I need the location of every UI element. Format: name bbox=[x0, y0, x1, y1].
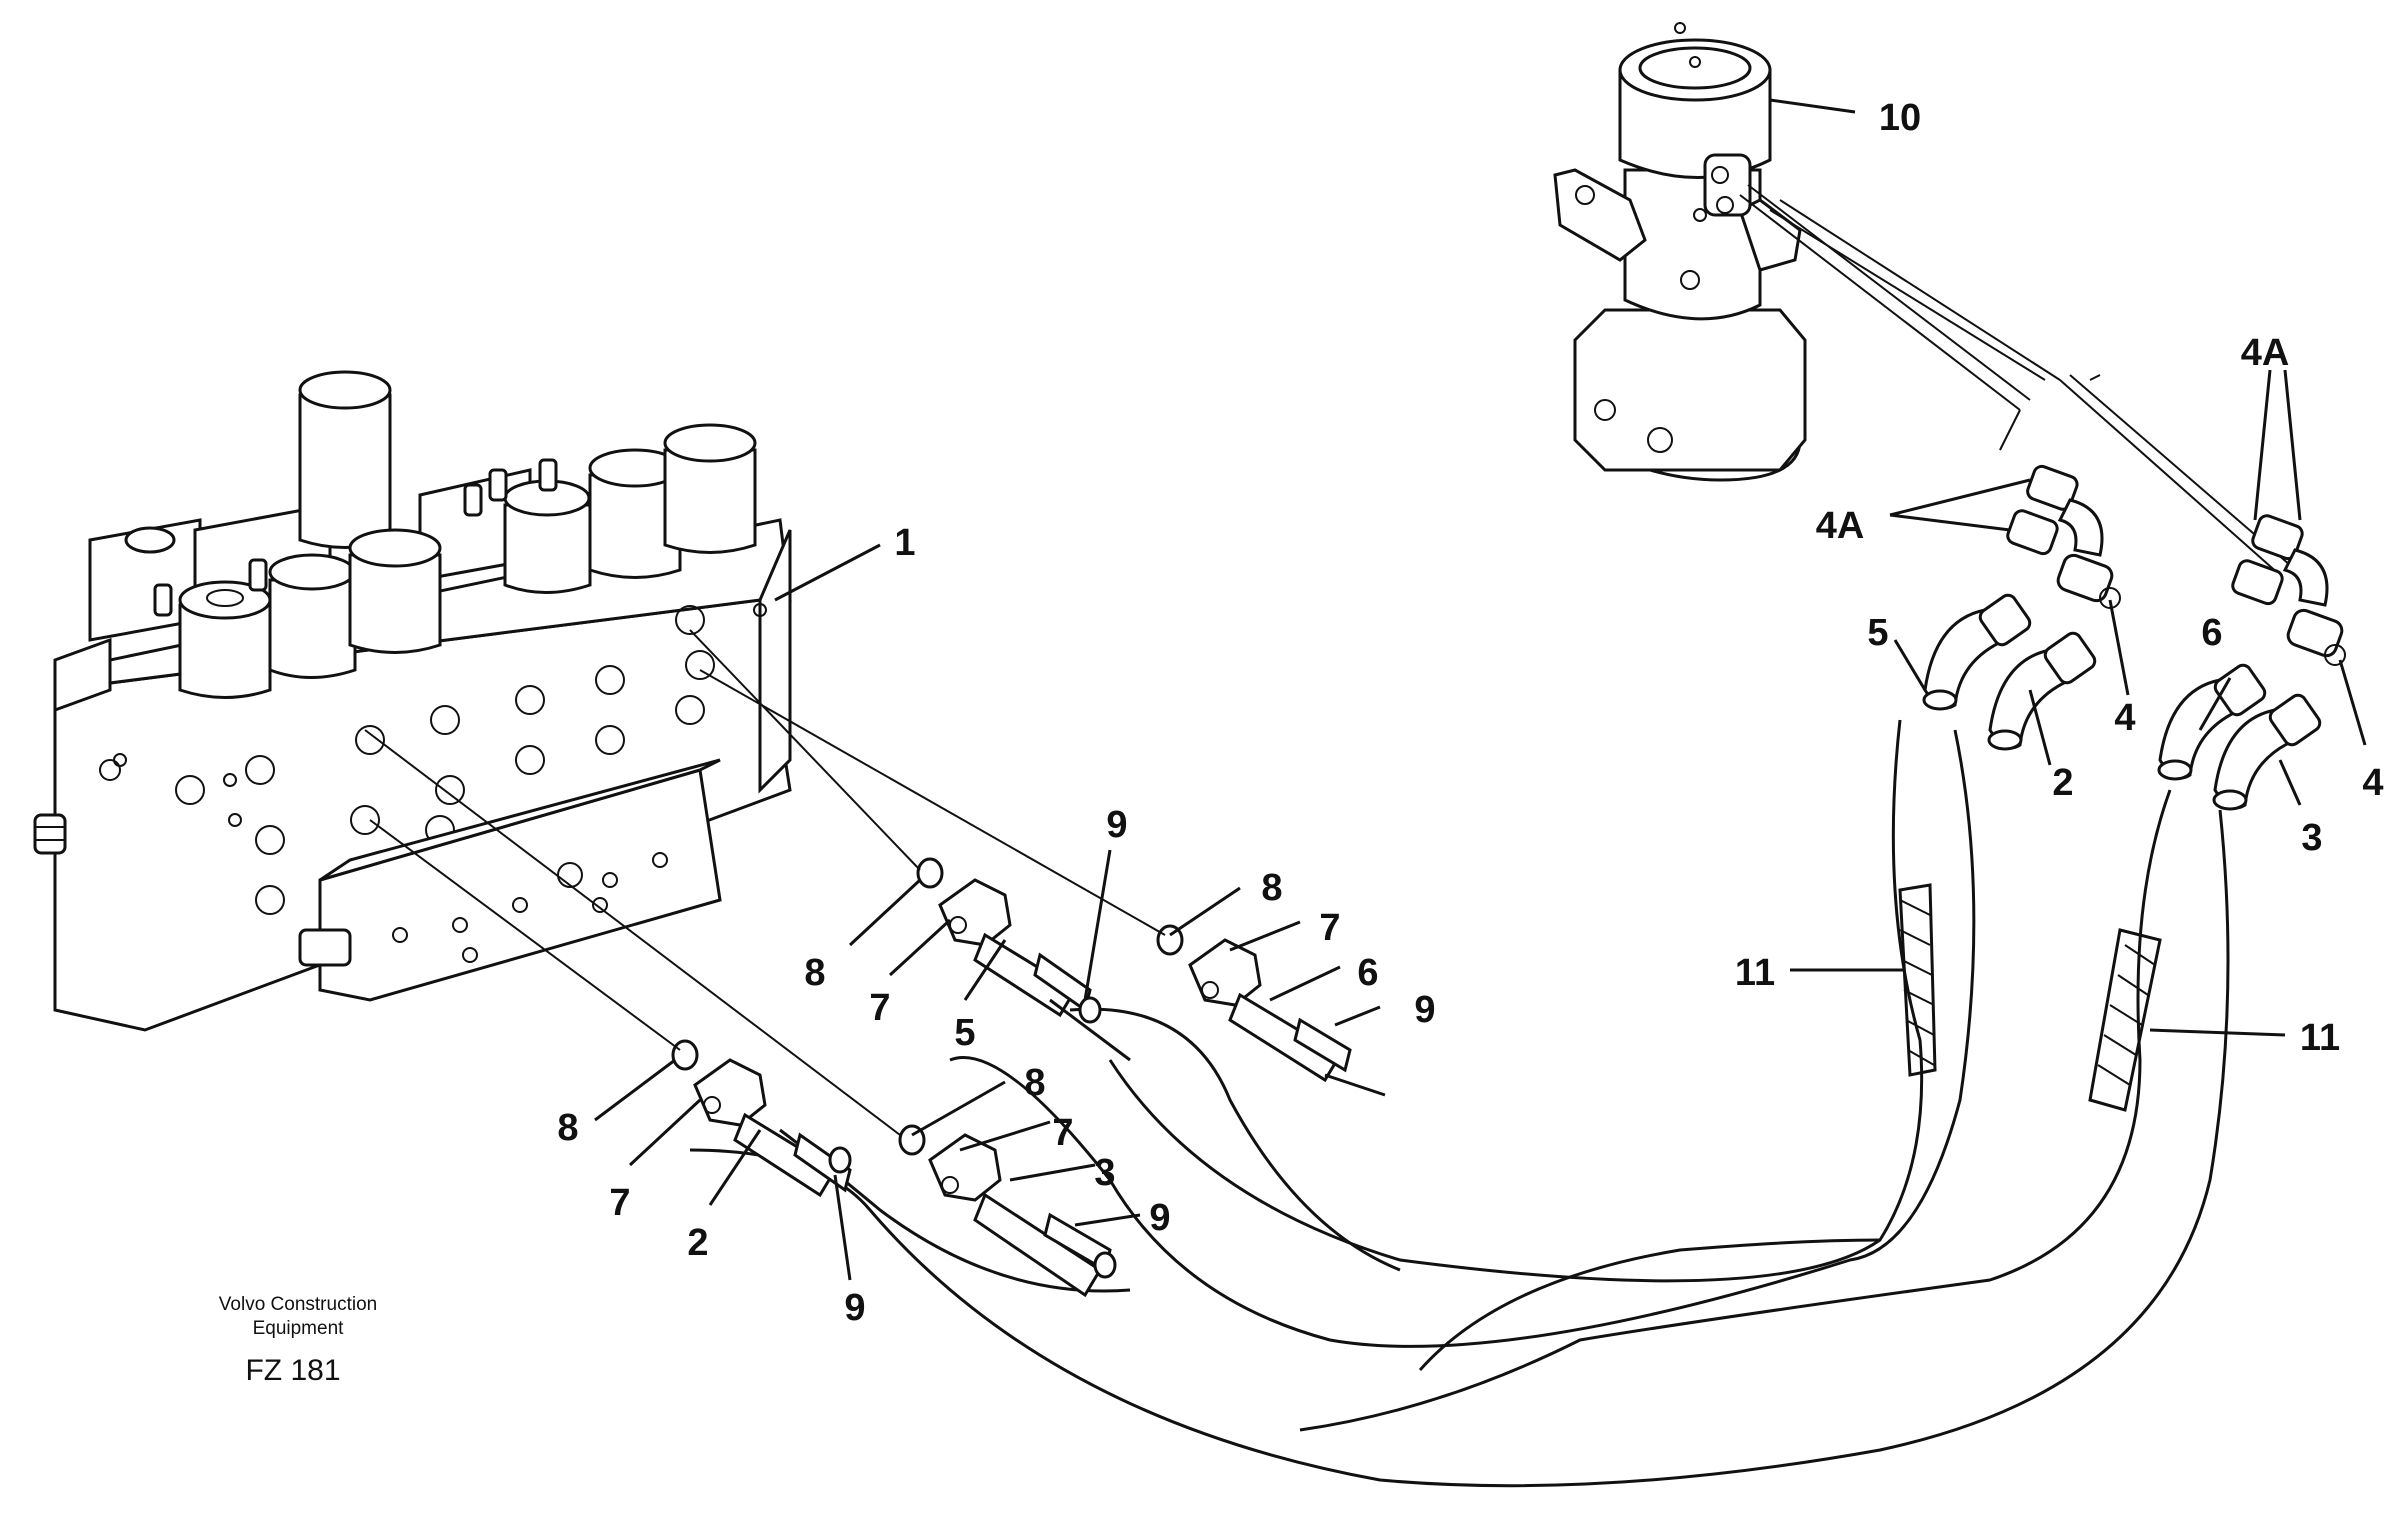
callout-7-d: 7 bbox=[1052, 1112, 1073, 1154]
swivel-joint bbox=[1553, 22, 1807, 482]
callout-2-right: 2 bbox=[2052, 762, 2073, 804]
callout-7-b: 7 bbox=[1319, 907, 1340, 949]
callout-labels: 1 10 4A 4A 5 2 4 6 3 4 11 11 9 8 7 5 8 7… bbox=[557, 97, 2383, 1329]
callout-9-d: 9 bbox=[1149, 1197, 1170, 1239]
callout-4-a: 4 bbox=[2114, 697, 2135, 739]
credit-line-1: Volvo Construction bbox=[219, 1294, 377, 1315]
fitting-group-right bbox=[2231, 514, 2346, 666]
callout-3-right: 3 bbox=[2301, 817, 2322, 859]
callout-11-right: 11 bbox=[2300, 1017, 2340, 1059]
tube-lines bbox=[1739, 184, 2291, 576]
callout-4a-top: 4A bbox=[2241, 332, 2290, 374]
callout-10: 10 bbox=[1879, 97, 1921, 139]
protective-spiral-left bbox=[1898, 883, 1937, 1077]
callout-9-b: 9 bbox=[1414, 989, 1435, 1031]
control-valve-block bbox=[33, 370, 792, 1032]
credit-block: Volvo Construction Equipment FZ 181 bbox=[219, 1294, 377, 1387]
callout-11-left: 11 bbox=[1735, 952, 1775, 994]
connector-assembly-2 bbox=[671, 1039, 852, 1198]
callout-4-b: 4 bbox=[2362, 762, 2383, 804]
callout-8-a: 8 bbox=[804, 952, 825, 994]
callout-9-c: 9 bbox=[844, 1287, 865, 1329]
fitting-group-left bbox=[2006, 464, 2121, 609]
callout-3-mid: 3 bbox=[1094, 1152, 1115, 1194]
leader-lines bbox=[594, 98, 2367, 1281]
callout-6-right: 6 bbox=[2201, 612, 2222, 654]
callout-9-a: 9 bbox=[1106, 804, 1127, 846]
credit-line-2: Equipment bbox=[253, 1318, 345, 1339]
hose-lines bbox=[689, 719, 2230, 1488]
callout-7-c: 7 bbox=[609, 1182, 630, 1224]
callout-5-mid: 5 bbox=[954, 1012, 975, 1054]
callout-8-b: 8 bbox=[1261, 867, 1282, 909]
callout-2-mid: 2 bbox=[687, 1222, 708, 1264]
protective-spiral-right bbox=[2088, 928, 2162, 1112]
callout-5-right: 5 bbox=[1867, 612, 1888, 654]
connector-assembly-6 bbox=[1156, 924, 1386, 1097]
connector-assembly-5 bbox=[916, 857, 1131, 1062]
connector-assembly-3 bbox=[898, 1124, 1117, 1298]
callout-7-a: 7 bbox=[869, 987, 890, 1029]
drawing-code: FZ 181 bbox=[245, 1354, 340, 1387]
callout-6-mid: 6 bbox=[1357, 952, 1378, 994]
callout-8-c: 8 bbox=[557, 1107, 578, 1149]
tube-guide-lines bbox=[364, 629, 1166, 1136]
callout-1: 1 bbox=[894, 522, 915, 564]
callout-8-d: 8 bbox=[1024, 1062, 1045, 1104]
right-hose-ends bbox=[1922, 593, 2322, 811]
callout-4a-left: 4A bbox=[1816, 505, 1865, 547]
